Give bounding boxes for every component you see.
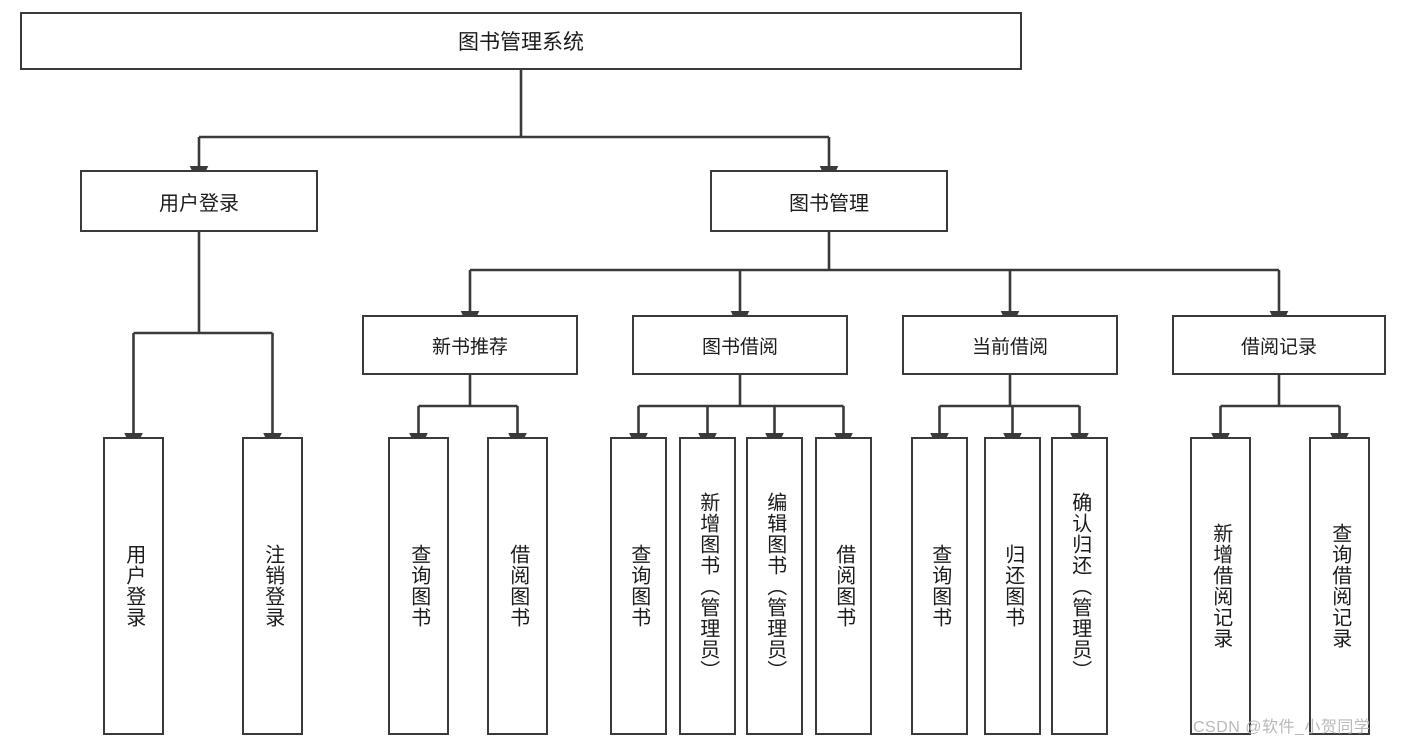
node-label: 图书管理系统 bbox=[458, 31, 584, 54]
node-label: 用户登录 bbox=[159, 192, 239, 215]
node-leaf-edit-book[interactable]: 编辑图书（管理员） bbox=[746, 437, 803, 735]
node-label: 查询图书 bbox=[407, 544, 430, 628]
node-leaf-query-book-rec[interactable]: 查询图书 bbox=[388, 437, 449, 735]
node-new-book-rec[interactable]: 新书推荐 bbox=[362, 315, 578, 375]
node-leaf-user-logout[interactable]: 注销登录 bbox=[242, 437, 303, 735]
node-leaf-add-book[interactable]: 新增图书（管理员） bbox=[679, 437, 736, 735]
node-leaf-borrow-book-rec[interactable]: 借阅图书 bbox=[487, 437, 548, 735]
node-leaf-query-book-cur[interactable]: 查询图书 bbox=[911, 437, 968, 735]
node-label: 确认归还（管理员） bbox=[1068, 491, 1091, 681]
node-label: 图书借阅 bbox=[701, 336, 778, 358]
node-leaf-confirm-return[interactable]: 确认归还（管理员） bbox=[1051, 437, 1108, 735]
node-book-borrow[interactable]: 图书借阅 bbox=[632, 315, 848, 375]
node-label: 归还图书 bbox=[1001, 544, 1024, 628]
node-label: 编辑图书（管理员） bbox=[763, 491, 786, 681]
node-label: 图书管理 bbox=[789, 192, 869, 215]
node-label: 注销登录 bbox=[261, 544, 284, 628]
node-borrow-record[interactable]: 借阅记录 bbox=[1172, 315, 1386, 375]
node-label: 借阅记录 bbox=[1240, 336, 1317, 358]
node-leaf-query-book-bor[interactable]: 查询图书 bbox=[610, 437, 667, 735]
node-leaf-user-login[interactable]: 用户登录 bbox=[103, 437, 164, 735]
node-label: 查询图书 bbox=[627, 544, 650, 628]
node-book-manage[interactable]: 图书管理 bbox=[710, 170, 948, 232]
node-label: 新书推荐 bbox=[431, 336, 508, 358]
node-label: 查询借阅记录 bbox=[1328, 523, 1351, 649]
node-leaf-return-book[interactable]: 归还图书 bbox=[984, 437, 1041, 735]
node-label: 借阅图书 bbox=[832, 544, 855, 628]
node-leaf-add-borrow-record[interactable]: 新增借阅记录 bbox=[1190, 437, 1251, 735]
node-label: 查询图书 bbox=[928, 544, 951, 628]
node-label: 借阅图书 bbox=[506, 544, 529, 628]
node-label: 新增借阅记录 bbox=[1209, 523, 1232, 649]
node-label: 用户登录 bbox=[122, 544, 145, 628]
watermark-text: CSDN @软件_小贺同学 bbox=[1193, 719, 1371, 736]
node-root[interactable]: 图书管理系统 bbox=[20, 12, 1022, 70]
node-label: 新增图书（管理员） bbox=[696, 491, 719, 681]
node-leaf-borrow-book-bor[interactable]: 借阅图书 bbox=[815, 437, 872, 735]
node-leaf-query-borrow-record[interactable]: 查询借阅记录 bbox=[1309, 437, 1370, 735]
node-user-login[interactable]: 用户登录 bbox=[80, 170, 318, 232]
node-current-borrow[interactable]: 当前借阅 bbox=[902, 315, 1118, 375]
node-label: 当前借阅 bbox=[971, 336, 1048, 358]
